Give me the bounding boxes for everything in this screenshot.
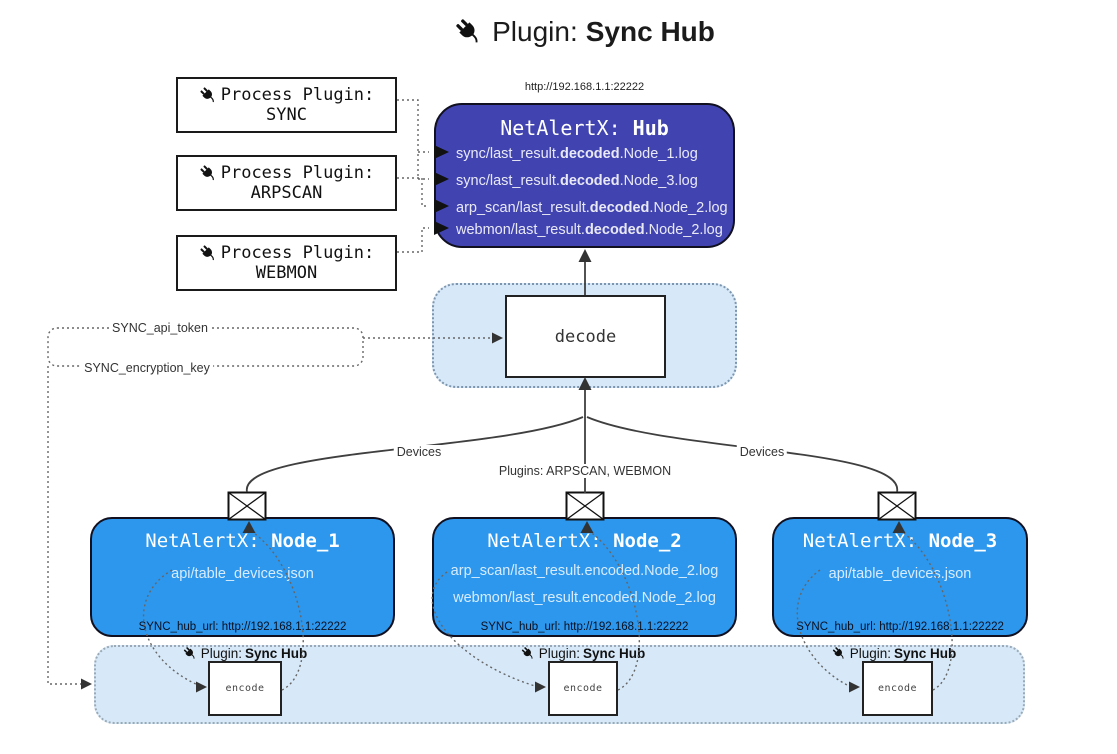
plug-icon bbox=[832, 646, 847, 661]
hub-file-row: webmon/last_result.decoded.Node_2.log bbox=[456, 222, 723, 238]
hub-file-row: sync/last_result.decoded.Node_1.log bbox=[456, 146, 698, 162]
node-2-box: NetAlertX: Node_2 arp_scan/last_result.e… bbox=[432, 517, 737, 637]
hub-file-row: arp_scan/last_result.decoded.Node_2.log bbox=[456, 200, 728, 216]
envelope-icon bbox=[227, 491, 267, 521]
node-file: webmon/last_result.encoded.Node_2.log bbox=[453, 590, 716, 606]
encode-box: encode bbox=[208, 661, 282, 716]
node-title: NetAlertX: Node_1 bbox=[145, 530, 340, 552]
node-hub-url: SYNC_hub_url: http://192.168.1.1:22222 bbox=[480, 621, 689, 633]
decode-box: decode bbox=[505, 295, 666, 378]
node-1-box: NetAlertX: Node_1 api/table_devices.json… bbox=[90, 517, 395, 637]
process-plugin-name: WEBMON bbox=[255, 263, 318, 283]
page-title-name: Sync Hub bbox=[585, 16, 715, 47]
sync-encryption-key-label: SYNC_encryption_key bbox=[81, 361, 213, 375]
envelope-icon bbox=[877, 491, 917, 521]
page-title-prefix: Plugin: bbox=[492, 16, 578, 47]
devices-label-right: Devices bbox=[736, 445, 788, 459]
process-plugin-name: ARPSCAN bbox=[250, 183, 323, 203]
hub-title-prefix: NetAlertX: bbox=[500, 116, 621, 140]
plug-icon bbox=[199, 164, 218, 183]
process-plugin-label: Process Plugin: bbox=[220, 85, 375, 105]
band-plugin-label: Plugin: Sync Hub bbox=[521, 646, 645, 661]
process-plugin-name: SYNC bbox=[266, 105, 307, 125]
hub-file-row: sync/last_result.decoded.Node_3.log bbox=[456, 173, 698, 189]
encode-box: encode bbox=[548, 661, 618, 716]
plug-icon bbox=[521, 646, 536, 661]
plugins-label: Plugins: ARPSCAN, WEBMON bbox=[495, 464, 675, 478]
node-3-box: NetAlertX: Node_3 api/table_devices.json… bbox=[772, 517, 1028, 637]
node-hub-url: SYNC_hub_url: http://192.168.1.1:22222 bbox=[138, 621, 347, 633]
hub-title: NetAlertX: Hub bbox=[436, 116, 733, 140]
node-title: NetAlertX: Node_2 bbox=[487, 530, 682, 552]
sync-api-token-label: SYNC_api_token bbox=[109, 321, 211, 335]
hub-box: NetAlertX: Hub sync/last_result.decoded.… bbox=[434, 103, 735, 248]
band-plugin-label: Plugin: Sync Hub bbox=[183, 646, 307, 661]
plug-icon bbox=[199, 86, 218, 105]
process-plugin-arpscan-box: Process Plugin: ARPSCAN bbox=[176, 155, 397, 211]
band-plugin-label: Plugin: Sync Hub bbox=[832, 646, 956, 661]
plug-icon bbox=[199, 244, 218, 263]
node-hub-url: SYNC_hub_url: http://192.168.1.1:22222 bbox=[796, 621, 1004, 633]
plug-icon bbox=[183, 646, 198, 661]
hub-url: http://192.168.1.1:22222 bbox=[524, 81, 645, 93]
node-file: api/table_devices.json bbox=[828, 566, 972, 582]
process-plugin-sync-box: Process Plugin: SYNC bbox=[176, 77, 397, 133]
devices-label-left: Devices bbox=[393, 445, 445, 459]
process-plugin-label: Process Plugin: bbox=[220, 163, 375, 183]
page-title: Plugin: Sync Hub bbox=[0, 16, 1117, 48]
node-title: NetAlertX: Node_3 bbox=[802, 530, 998, 552]
node-file: arp_scan/last_result.encoded.Node_2.log bbox=[450, 563, 719, 579]
plug-icon bbox=[454, 17, 484, 47]
hub-title-name: Hub bbox=[632, 116, 669, 140]
process-plugin-label: Process Plugin: bbox=[220, 243, 375, 263]
encode-box: encode bbox=[862, 661, 933, 716]
node-file: api/table_devices.json bbox=[171, 566, 314, 582]
process-plugin-webmon-box: Process Plugin: WEBMON bbox=[176, 235, 397, 291]
envelope-icon bbox=[565, 491, 605, 521]
